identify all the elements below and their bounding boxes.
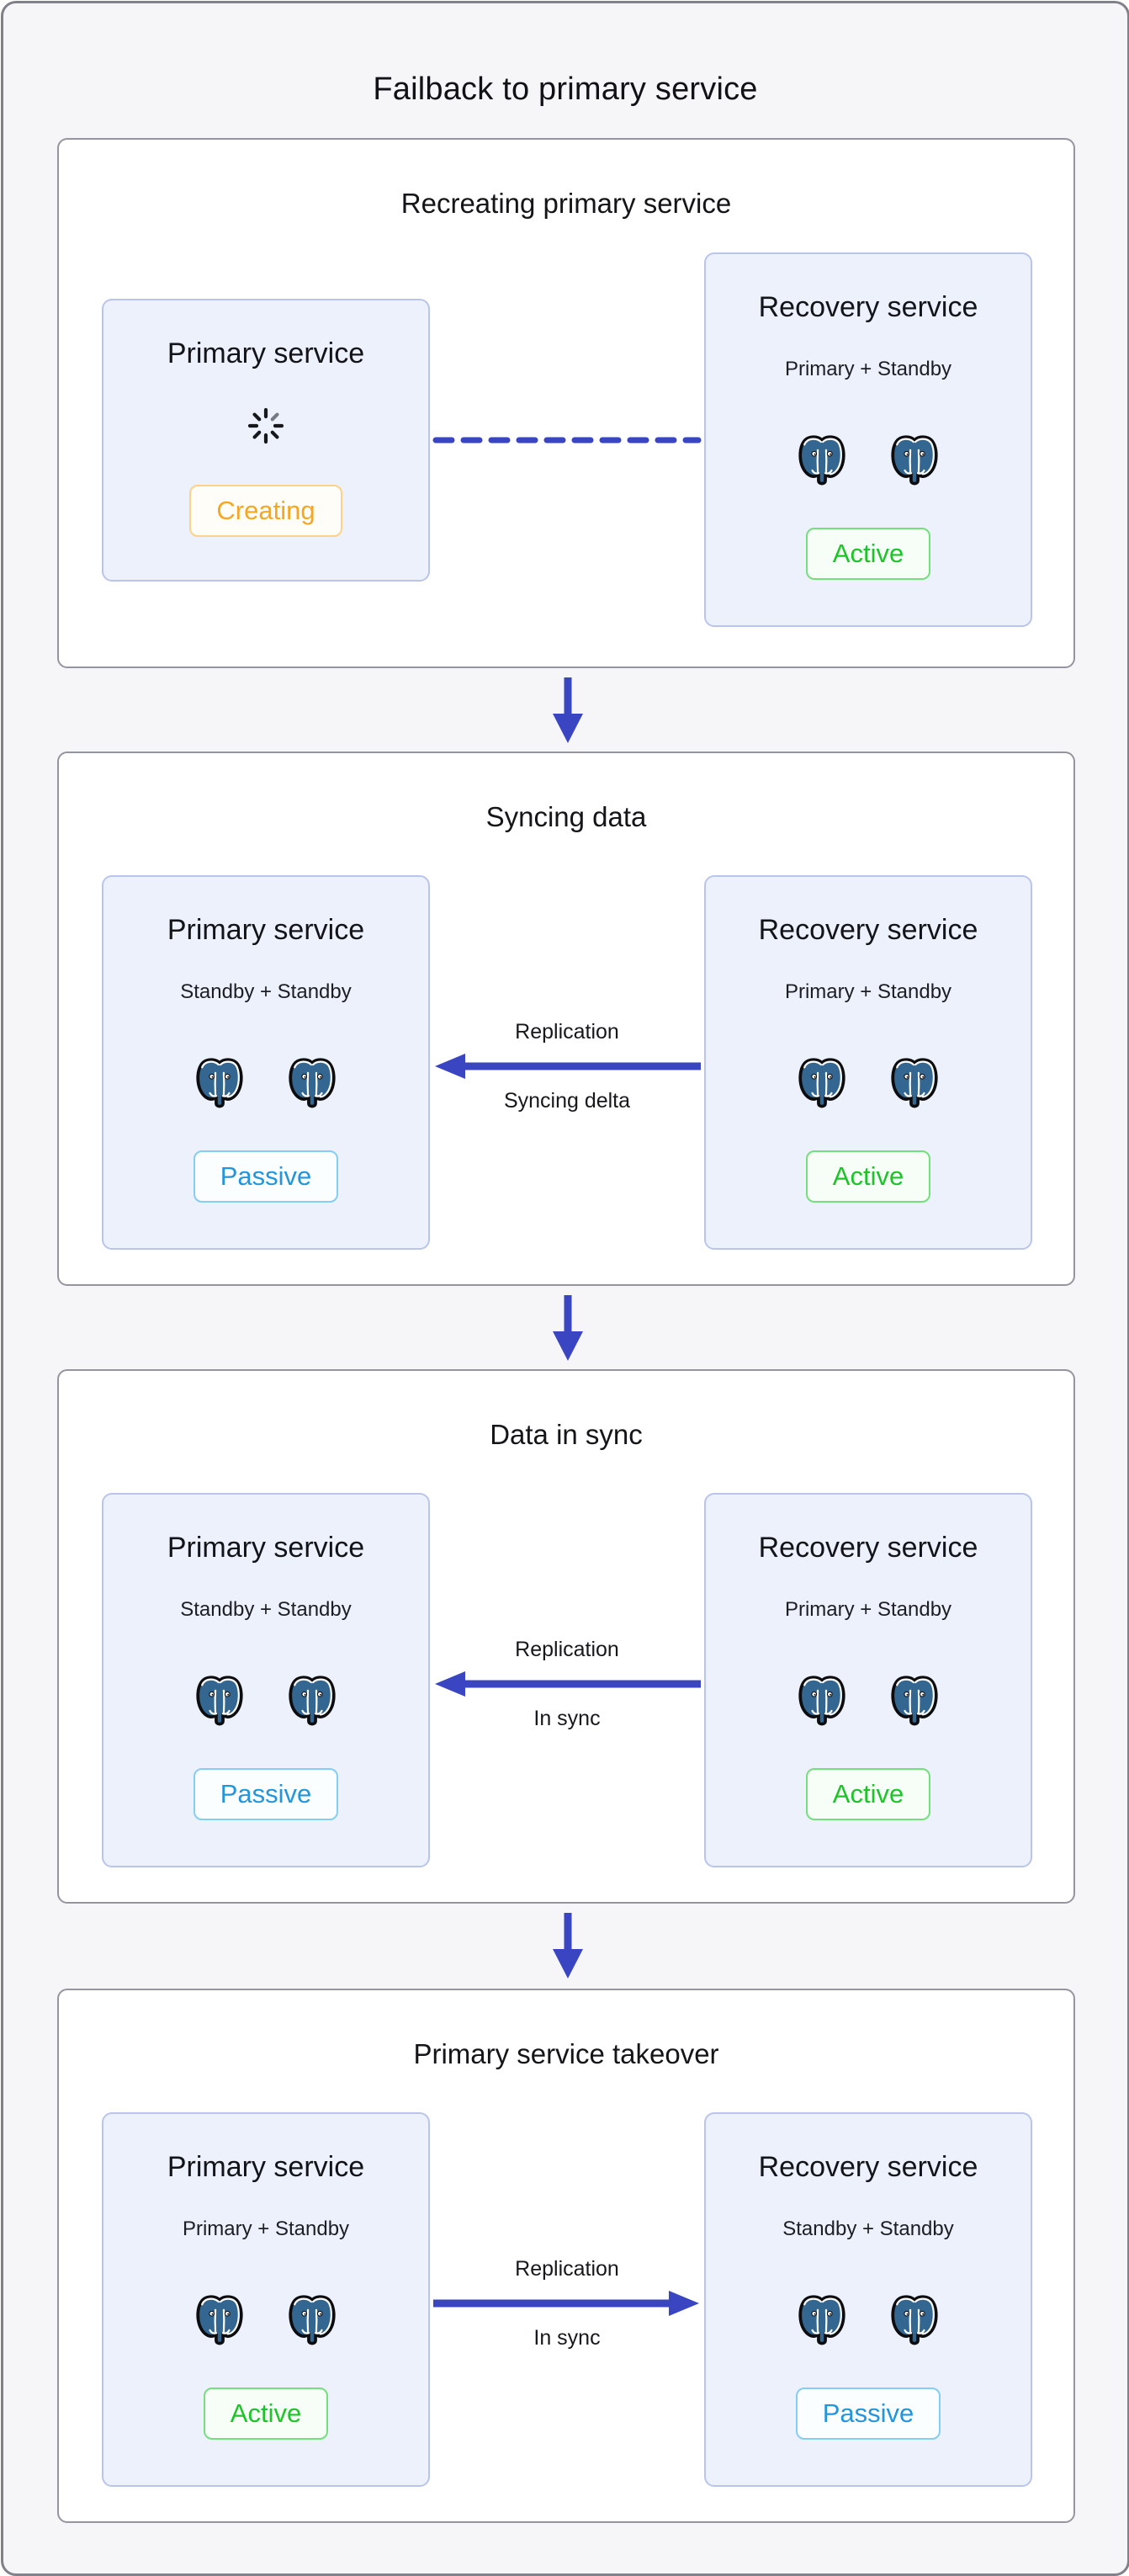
connector-label-top: Replication: [515, 2257, 619, 2281]
arrow-down-icon: [553, 1913, 583, 1978]
stage-recreating-primary-service: Recreating primary service Primary servi…: [57, 138, 1075, 668]
stage-data-in-sync: Data in sync Primary service Standby + S…: [57, 1369, 1075, 1904]
stage-title: Primary service takeover: [413, 2038, 719, 2070]
arrow-left-icon: [435, 1054, 701, 1079]
database-nodes: [190, 2292, 342, 2350]
postgres-elephant-icon: [792, 1054, 851, 1113]
postgres-elephant-icon: [885, 1672, 944, 1731]
service-title: Recovery service: [758, 914, 978, 946]
database-nodes: [792, 1054, 944, 1113]
service-subtitle: Standby + Standby: [180, 1598, 352, 1621]
diagram-title: Failback to primary service: [373, 72, 758, 108]
database-nodes: [792, 1672, 944, 1731]
service-title: Primary service: [167, 2151, 365, 2183]
postgres-elephant-icon: [190, 2292, 249, 2350]
service-subtitle: Standby + Standby: [180, 980, 352, 1003]
postgres-elephant-icon: [885, 1054, 944, 1113]
connector-label-top: Replication: [515, 1638, 619, 1661]
postgres-elephant-icon: [283, 1672, 342, 1731]
service-title: Primary service: [167, 1532, 365, 1564]
primary-service-box: Primary service Primary + Standby Active: [102, 2112, 430, 2487]
service-title: Recovery service: [758, 1532, 978, 1564]
status-badge: Active: [805, 1150, 931, 1203]
stage-primary-service-takeover: Primary service takeover Primary service…: [57, 1989, 1075, 2523]
service-subtitle: Primary + Standby: [182, 2217, 350, 2240]
replication-connector: Replication In sync: [430, 1637, 704, 1731]
connector-label-bottom: In sync: [533, 2326, 601, 2350]
postgres-elephant-icon: [885, 432, 944, 491]
arrow-left-icon: [435, 1671, 701, 1697]
service-subtitle: Primary + Standby: [784, 358, 952, 380]
service-subtitle: Primary + Standby: [784, 1598, 952, 1621]
postgres-elephant-icon: [792, 1672, 851, 1731]
arrow-right-icon: [433, 2291, 699, 2316]
stage-syncing-data: Syncing data Primary service Standby + S…: [57, 752, 1075, 1286]
postgres-elephant-icon: [792, 2292, 851, 2350]
connector-label-bottom: In sync: [533, 1707, 601, 1730]
postgres-elephant-icon: [190, 1054, 249, 1113]
status-badge: Active: [203, 2387, 329, 2440]
recovery-service-box: Recovery service Standby + Standby Passi…: [704, 2112, 1032, 2487]
recovery-service-box: Recovery service Primary + Standby Activ…: [704, 1493, 1032, 1867]
status-badge: Active: [805, 1768, 931, 1820]
status-badge: Creating: [189, 485, 342, 537]
status-badge: Passive: [795, 2387, 941, 2440]
status-badge: Active: [805, 528, 931, 580]
service-title: Primary service: [167, 337, 365, 369]
replication-connector: Replication Syncing delta: [430, 1019, 704, 1113]
postgres-elephant-icon: [190, 1672, 249, 1731]
postgres-elephant-icon: [885, 2292, 944, 2350]
recovery-service-box: Recovery service Primary + Standby Activ…: [704, 875, 1032, 1250]
service-title: Recovery service: [758, 2151, 978, 2183]
primary-service-box: Primary service Standby + Standby Passiv…: [102, 1493, 430, 1867]
stage-title: Recreating primary service: [400, 188, 732, 220]
postgres-elephant-icon: [283, 1054, 342, 1113]
status-badge: Passive: [193, 1768, 339, 1820]
dashed-connector-line: [432, 437, 702, 443]
stage-title: Data in sync: [490, 1419, 643, 1451]
database-nodes: [792, 2292, 944, 2350]
spinner-icon: [246, 406, 286, 446]
primary-service-box: Primary service Standby + Standby Passiv…: [102, 875, 430, 1250]
service-title: Primary service: [167, 914, 365, 946]
primary-service-box: Primary service Creating: [102, 299, 430, 582]
status-badge: Passive: [193, 1150, 339, 1203]
service-title: Recovery service: [758, 291, 978, 323]
recovery-service-box: Recovery service Primary + Standby Activ…: [704, 252, 1032, 627]
database-nodes: [190, 1672, 342, 1731]
replication-connector: Replication In sync: [430, 2256, 704, 2350]
database-nodes: [190, 1054, 342, 1113]
service-subtitle: Standby + Standby: [782, 2217, 954, 2240]
postgres-elephant-icon: [792, 432, 851, 491]
connector-label-top: Replication: [515, 1020, 619, 1044]
database-nodes: [792, 432, 944, 491]
postgres-elephant-icon: [283, 2292, 342, 2350]
arrow-down-icon: [553, 677, 583, 743]
service-subtitle: Primary + Standby: [784, 980, 952, 1003]
connector-label-bottom: Syncing delta: [503, 1089, 631, 1113]
stage-title: Syncing data: [485, 801, 647, 833]
arrow-down-icon: [553, 1295, 583, 1361]
